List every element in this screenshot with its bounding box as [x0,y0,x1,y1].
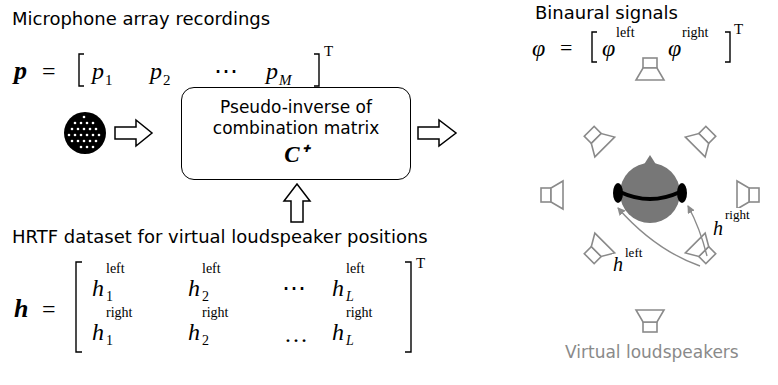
math-symbol: φ [532,36,545,60]
math-symbol: = [560,37,572,59]
math-symbol: … [284,322,308,346]
math-symbol: M [279,73,292,88]
math-symbol: left [346,262,365,276]
microphone-dot [95,140,98,143]
math-symbol: p [92,59,104,83]
math-symbol: right [106,306,132,320]
math-symbol: h [188,320,200,344]
math-symbol: p [150,59,162,83]
microphone-dot [89,140,92,143]
vector-brackets [76,32,730,352]
math-symbol: = [42,297,56,321]
virtual-loudspeakers [541,58,759,332]
math-symbol: 2 [163,73,171,88]
math-symbol: 1 [106,334,113,348]
math-symbol: left [106,262,125,276]
math-symbol: left [624,246,643,259]
hrtf-path [618,208,700,266]
microphone-dot [92,122,95,125]
math-symbol: h [14,296,28,322]
math-symbol: left [202,262,221,276]
microphone-dot [83,140,86,143]
process-box: Pseudo-inverse of combination matrixC⁺ [181,87,411,180]
hrtf-path [688,206,707,256]
heading-label: Microphone array recordings [12,10,270,28]
math-symbol: 2 [202,290,209,304]
math-symbol: φ [668,36,681,60]
microphone-dot [95,128,98,131]
math-symbol: right [724,208,751,221]
math-symbol: right [346,306,372,320]
math-symbol: h [332,276,344,300]
heading-label: HRTF dataset for virtual loudspeaker pos… [12,228,428,246]
loudspeaker-icon [685,122,720,157]
math-symbol: left [616,26,635,40]
microphone-dot [74,134,77,137]
microphone-dot [89,128,92,131]
math-symbol: right [202,306,228,320]
box-text: Pseudo-inverse of combination matrix [194,97,398,140]
math-symbol: h [332,320,344,344]
microphone-dot [77,128,80,131]
math-symbol: 1 [106,290,113,304]
math-symbol: L [346,334,354,348]
math-symbol: T [416,256,425,271]
flow-arrow [284,184,310,222]
microphone-array [64,112,106,154]
math-symbol: h [92,276,104,300]
math-symbol: ⋯ [282,276,306,300]
microphone-dot [86,134,89,137]
microphone-dot [80,122,83,125]
math-symbol: 1 [105,73,113,88]
loudspeaker-icon [737,181,759,209]
math-symbol: p [14,58,27,84]
microphone-dot [68,134,71,137]
microphone-dot [77,140,80,143]
loudspeaker-icon [541,181,563,209]
microphone-dot [80,134,83,137]
microphone-dot [83,128,86,131]
math-symbol: h [188,276,200,300]
microphone-dot [86,146,89,149]
math-symbol: h [612,254,624,274]
listener-head [613,155,687,223]
loudspeaker-icon [579,122,614,157]
flow-arrow [418,120,456,146]
math-symbol: 2 [202,334,209,348]
flow-arrow [115,120,152,146]
math-symbol: = [42,59,56,83]
math-symbol: L [346,290,354,304]
math-symbol: p [266,59,278,83]
math-symbol: h [92,320,104,344]
microphone-dot [71,140,74,143]
math-symbol: h [712,218,724,238]
math-symbol: T [734,22,743,37]
matrix-symbol: C⁺ [284,141,307,169]
loudspeaker-icon [636,58,664,80]
heading-label: Binaural signals [535,4,678,22]
microphone-dot [98,134,101,137]
math-symbol: φ [602,36,615,60]
loudspeaker-icon [579,233,614,268]
microphone-dot [71,128,74,131]
microphone-dot [86,122,89,125]
microphone-dot [92,146,95,149]
math-symbol: T [324,44,333,59]
microphone-dot [83,116,86,119]
microphone-dot [80,146,83,149]
caption-label: Virtual loudspeakers [565,344,739,361]
loudspeaker-icon [636,310,664,332]
microphone-dot [92,134,95,137]
microphone-dot [74,122,77,125]
loudspeaker-icon [685,233,720,268]
math-symbol: ⋯ [214,59,238,83]
math-symbol: right [682,26,708,40]
